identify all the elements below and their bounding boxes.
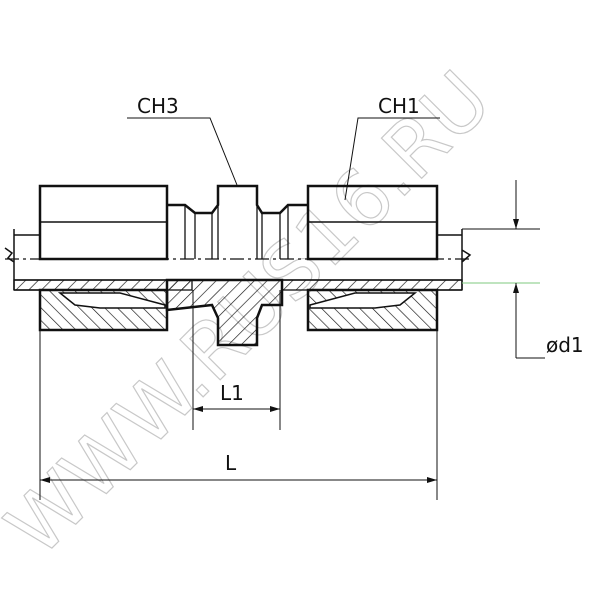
- fitting-body: [4, 184, 472, 347]
- l1-label: L1: [220, 381, 244, 405]
- ch3-leader: [127, 117, 238, 186]
- ch3-label: CH3: [137, 94, 179, 118]
- ch1-label: CH1: [378, 94, 420, 118]
- d1-label: ød1: [546, 333, 584, 357]
- dimensions: [39, 117, 545, 500]
- body-section: [165, 278, 284, 347]
- l-label: L: [225, 451, 237, 475]
- ch1-leader: [344, 117, 440, 201]
